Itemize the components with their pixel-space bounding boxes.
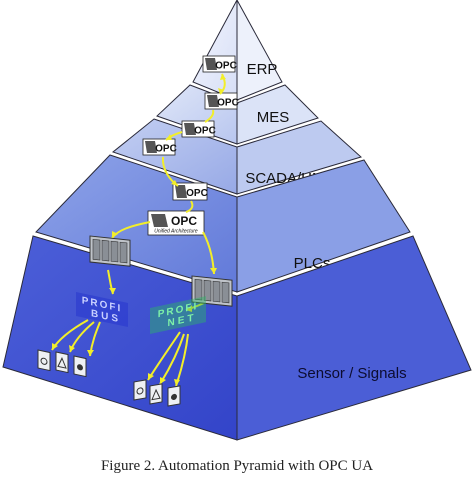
level-label-erp: ERP [247, 61, 278, 78]
opc-logo-mes: OPC [204, 92, 239, 110]
svg-text:OPC: OPC [215, 61, 237, 72]
opc-logo-scada-lower: OPC [172, 182, 208, 201]
sensor-device-icon [37, 349, 51, 372]
opc-logo-scada-upper: OPC [142, 138, 177, 156]
sensor-device-icon [133, 379, 147, 401]
profibus-logo: PROFI BUS [76, 292, 128, 328]
sensor-group-left [37, 349, 87, 378]
opc-unified-architecture-text: Unified Architecture [154, 229, 198, 235]
figure-caption: Figure 2. Automation Pyramid with OPC UA [100, 458, 374, 474]
arrow-heads [52, 74, 226, 386]
pyramid-level-erp: ERP [192, 0, 283, 101]
sensor-device-icon [55, 351, 69, 374]
opc-logo-erp: OPC [202, 55, 237, 73]
level-label-mes: MES [257, 109, 290, 126]
opc-logo-mes-lower: OPC [181, 120, 216, 138]
svg-text:OPC: OPC [155, 144, 177, 155]
profinet-logo: PROFI NET [150, 296, 206, 334]
svg-text:OPC: OPC [186, 188, 208, 199]
sensor-device-icon [167, 385, 181, 407]
level-label-sensors: Sensor / Signals [297, 365, 406, 382]
plc-device-left [89, 235, 131, 267]
sensor-device-icon [73, 355, 87, 378]
sensor-group-right [133, 379, 181, 407]
arrow-mes-mes [204, 109, 215, 123]
sensor-device-icon [149, 383, 163, 405]
svg-text:OPC: OPC [217, 98, 239, 109]
opc-logo-plcs: OPC Unified Architecture [147, 210, 205, 236]
svg-text:OPC: OPC [171, 214, 197, 228]
plc-device-right [191, 275, 233, 307]
svg-text:OPC: OPC [194, 126, 216, 137]
arrow-scada-plcs [185, 200, 194, 213]
